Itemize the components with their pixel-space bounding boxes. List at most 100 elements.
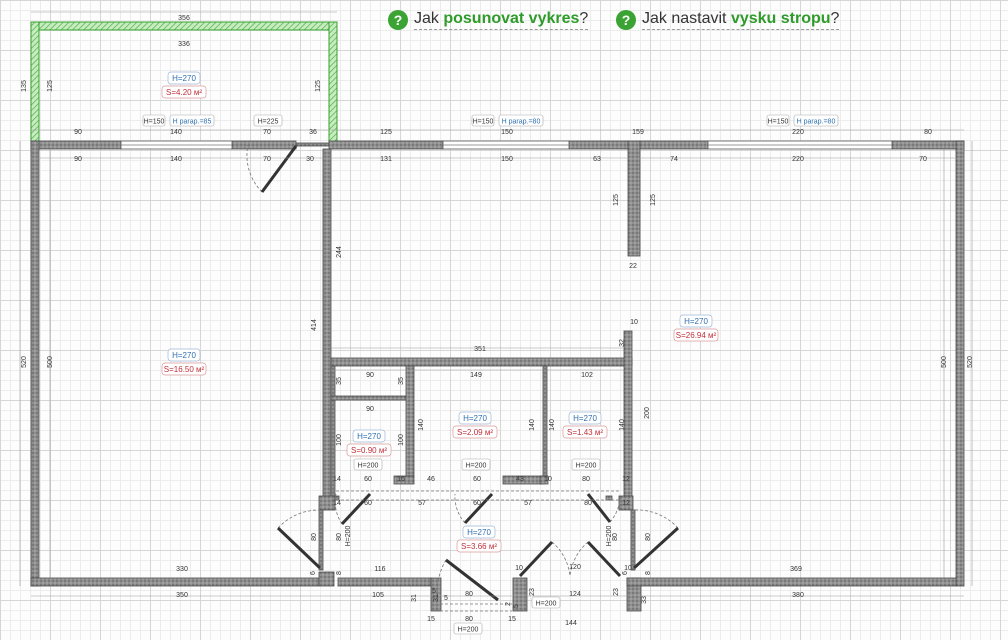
- door-swing-arc: [334, 493, 343, 525]
- wall-segment: [322, 148, 332, 500]
- dimension-label: 500: [47, 356, 54, 368]
- wall-segment: [512, 577, 528, 612]
- door-swing-arc: [277, 509, 321, 529]
- help-text-bold: posunovat vykres: [443, 10, 580, 27]
- door-swing-arc: [633, 509, 679, 529]
- help-link-ceiling-height[interactable]: ? Jak nastavit vysku stropu?: [616, 10, 840, 30]
- room-area: S=4.20 м²: [166, 88, 202, 97]
- opening-tag[interactable]: H=200: [453, 622, 483, 635]
- dimension-label: 57: [524, 500, 532, 507]
- opening-tag-box: [253, 114, 283, 127]
- dimension-label: 140: [418, 419, 425, 431]
- dimension-label: 80: [584, 500, 592, 507]
- door-leaf[interactable]: [340, 492, 372, 526]
- wall-segment: [393, 475, 415, 485]
- dimension-label: 369: [790, 566, 802, 573]
- door-leaf[interactable]: [586, 493, 612, 523]
- opening-tag-box: [498, 114, 544, 127]
- door-leaf[interactable]: [463, 492, 494, 525]
- dimension-label: 220: [792, 156, 804, 163]
- opening-tag-text: H=200: [458, 627, 479, 634]
- opening-tag[interactable]: H parap.=85: [169, 114, 215, 127]
- opening-tag-text: H=200: [466, 463, 487, 470]
- dimension-label: 140: [170, 129, 182, 136]
- dimension-label: 6: [310, 571, 317, 575]
- dimension-label: 125: [380, 129, 392, 136]
- dimension-label: 124: [569, 591, 581, 598]
- room-height: H=270: [463, 414, 487, 423]
- door-leaf[interactable]: [276, 526, 322, 570]
- door-leaf[interactable]: [518, 540, 554, 578]
- help-text-bold: vysku stropu: [730, 10, 831, 27]
- opening-tag[interactable]: H parap.=80: [793, 114, 839, 127]
- dimension-label: 46: [427, 476, 435, 483]
- opening-tag-text: H=200: [345, 525, 352, 546]
- door-leaf[interactable]: [632, 526, 680, 570]
- opening-tag[interactable]: H=150: [766, 114, 790, 127]
- dimension-label: 414: [311, 319, 318, 331]
- wall-segment: [328, 140, 444, 150]
- dimension-label: 90: [366, 406, 374, 413]
- opening-tag-text: H=200: [606, 525, 613, 546]
- dimension-label: 150: [501, 156, 513, 163]
- wall-segment: [627, 140, 641, 257]
- dimension-label: 102: [581, 372, 593, 379]
- dimension-label: 80: [465, 616, 473, 623]
- opening-tag[interactable]: H parap.=80: [498, 114, 544, 127]
- balcony-rail-right: [328, 21, 338, 143]
- opening-tag[interactable]: H=200: [571, 458, 601, 471]
- dimension-label: 43: [516, 476, 524, 483]
- door-leaf[interactable]: [445, 558, 499, 602]
- opening-tag[interactable]: H=200: [531, 596, 561, 609]
- dimension-label: 520: [21, 356, 28, 368]
- opening-tag-box: [471, 114, 495, 127]
- dimension-label: 131: [380, 156, 392, 163]
- opening-tag-text: H parap.=80: [797, 119, 836, 126]
- opening-tag-box: [353, 458, 383, 471]
- dimension-label: 140: [619, 419, 626, 431]
- opening-tag[interactable]: H=150: [142, 114, 166, 127]
- dimension-label: 10: [630, 319, 638, 326]
- door-swing-arc: [246, 144, 263, 193]
- wall-segment: [568, 140, 629, 150]
- door-swing-arc: [569, 541, 589, 577]
- room-height-box: [167, 348, 201, 362]
- dimension-label: 80: [311, 533, 318, 541]
- room-height-box: [679, 314, 713, 328]
- room-area-box: [346, 443, 392, 457]
- help-link-move-drawing[interactable]: ? Jak posunovat vykres?: [388, 10, 589, 30]
- dimension-label: 116: [374, 566, 385, 573]
- opening-tag-text: H=200: [536, 601, 557, 608]
- opening-tag[interactable]: H=200: [461, 458, 491, 471]
- dimension-label: 31: [411, 594, 418, 602]
- room-area: S=3.66 м²: [461, 542, 497, 551]
- dimension-label: 8: [645, 571, 652, 575]
- dimension-label: 12: [622, 476, 630, 483]
- dimension-label: 140: [170, 156, 182, 163]
- opening-tag[interactable]: H=200: [353, 458, 383, 471]
- door-leaf[interactable]: [586, 540, 622, 578]
- room-area-box: [456, 539, 502, 553]
- room-area: S=2.09 м²: [457, 428, 493, 437]
- dimension-label: 125: [47, 80, 54, 92]
- door-leaf[interactable]: [260, 145, 298, 193]
- opening-tag[interactable]: H=150: [471, 114, 495, 127]
- dimension-label: 336: [178, 41, 190, 48]
- dimension-label: 74: [670, 156, 678, 163]
- dimension-label: 33: [641, 596, 648, 604]
- opening-tag[interactable]: H=225: [253, 114, 283, 127]
- dimension-label: 100: [398, 434, 405, 446]
- dimension-label: 356: [178, 15, 190, 22]
- wall-segment: [318, 509, 324, 571]
- dimension-label: 120: [569, 564, 581, 571]
